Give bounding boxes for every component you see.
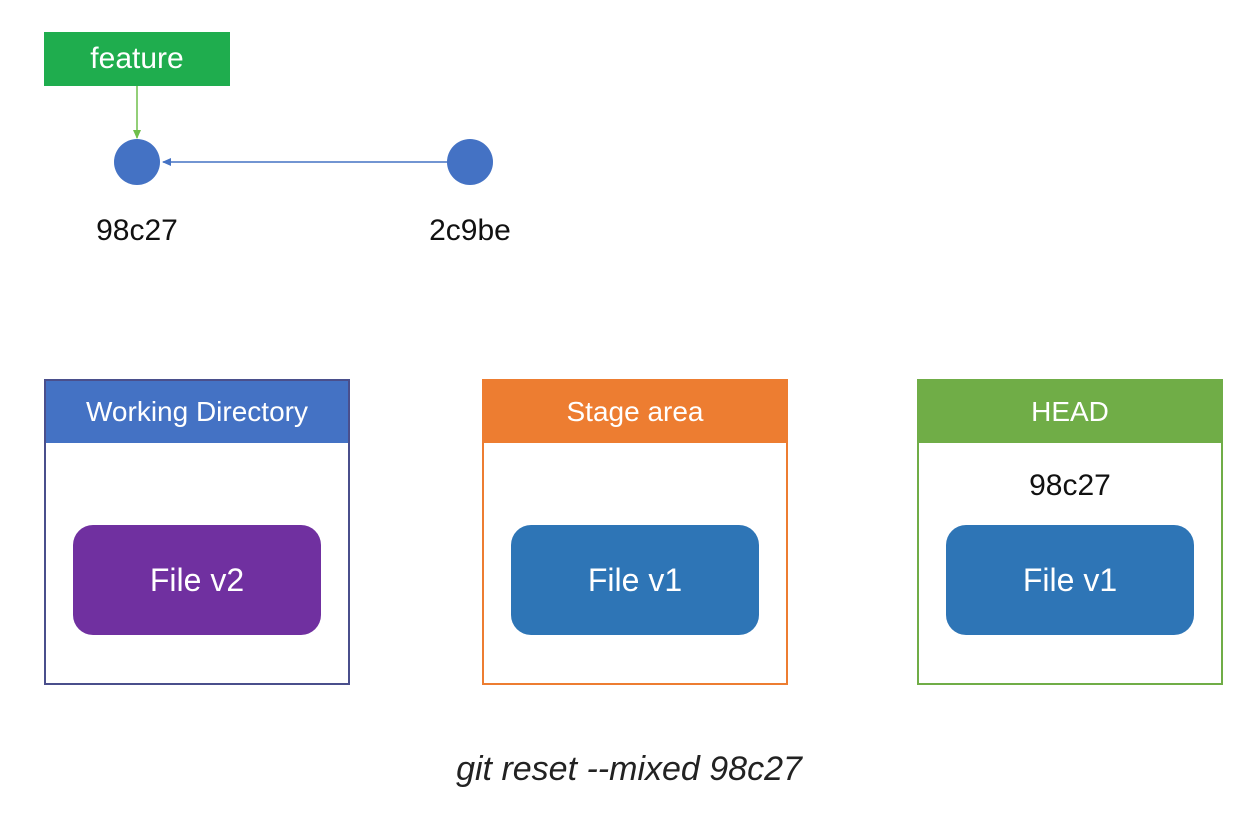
commit-graph bbox=[114, 86, 493, 185]
panel-title: HEAD bbox=[919, 381, 1221, 443]
panel-commit-ref: 98c27 bbox=[1029, 469, 1111, 502]
commit-id-label: 98c27 bbox=[96, 214, 178, 247]
head-panel: HEAD 98c27 File v1 bbox=[917, 379, 1223, 685]
commit-id-label: 2c9be bbox=[429, 214, 511, 247]
panel-title: Working Directory bbox=[46, 381, 348, 443]
panel-body: File v2 bbox=[46, 443, 348, 683]
branch-label-feature[interactable]: feature bbox=[44, 32, 230, 86]
command-caption: git reset --mixed 98c27 bbox=[456, 750, 802, 788]
commit-node[interactable] bbox=[447, 139, 493, 185]
working-directory-panel: Working Directory File v2 bbox=[44, 379, 350, 685]
file-box[interactable]: File v2 bbox=[73, 525, 321, 635]
panel-body: 98c27 File v1 bbox=[919, 443, 1221, 683]
commit-node[interactable] bbox=[114, 139, 160, 185]
panel-title: Stage area bbox=[484, 381, 786, 443]
stage-area-panel: Stage area File v1 bbox=[482, 379, 788, 685]
panel-body: File v1 bbox=[484, 443, 786, 683]
file-box[interactable]: File v1 bbox=[946, 525, 1194, 635]
file-box[interactable]: File v1 bbox=[511, 525, 759, 635]
